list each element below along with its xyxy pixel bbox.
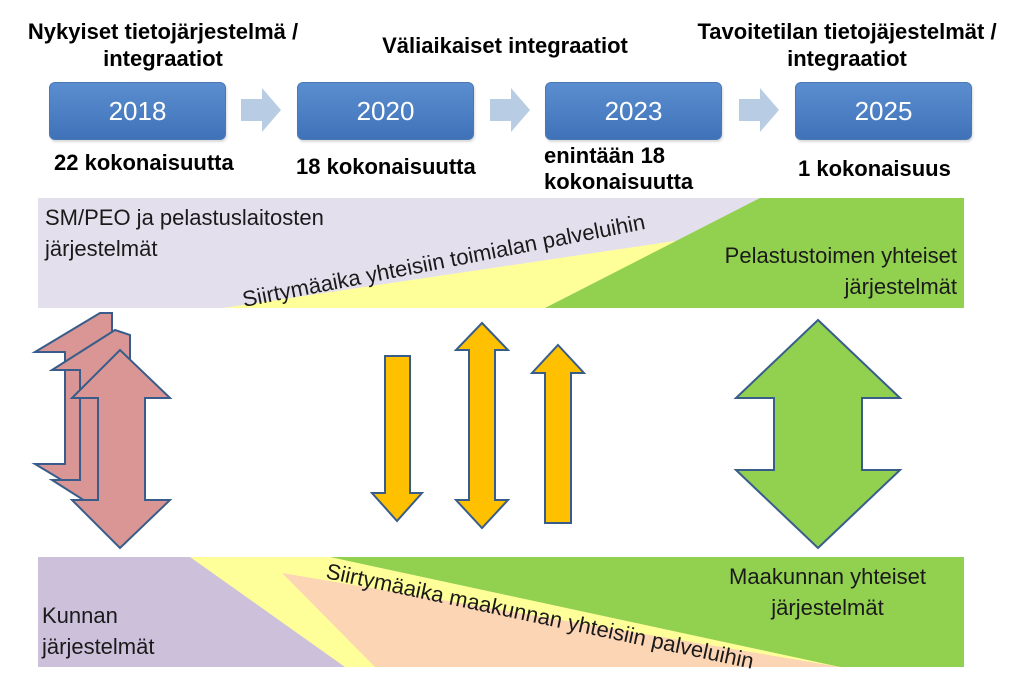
bottom-band-peach-region: [282, 573, 840, 667]
top-band-left-label: SM/PEO ja pelastuslaitosten järjestelmät: [45, 205, 324, 261]
bottom-band-right-label: Maakunnan yhteiset järjestelmät: [729, 564, 926, 620]
year-label: 2023: [604, 95, 663, 126]
heading-interim-integrations: Väliaikaiset integraatiot: [382, 33, 628, 58]
step-arrow-icon: [739, 88, 779, 132]
count-2023: enintään 18 kokonaisuutta: [544, 143, 694, 194]
orange-down-arrow-icon: [369, 355, 425, 523]
year-box-2025: 2025: [795, 82, 972, 140]
heading-target-systems: Tavoitetilan tietojäjestelmät / integraa…: [697, 19, 997, 71]
year-box-2020: 2020: [297, 82, 474, 140]
red-double-arrows: [31, 312, 173, 550]
bottom-band-left-label: Kunnan järjestelmät: [42, 603, 155, 659]
year-label: 2020: [356, 95, 415, 126]
year-box-2018: 2018: [49, 82, 226, 140]
green-double-arrow-icon: [733, 318, 903, 550]
heading-current-systems: Nykyiset tietojärjestelmä / integraatiot: [27, 19, 299, 71]
double-arrow-icon: [69, 348, 173, 550]
step-arrow-icon: [241, 88, 281, 132]
orange-up-arrow-icon: [529, 343, 587, 524]
year-label: 2025: [854, 95, 913, 126]
count-2018: 22 kokonaisuutta: [54, 150, 234, 175]
step-arrow-icon: [490, 88, 530, 132]
count-2020: 18 kokonaisuutta: [296, 154, 476, 179]
orange-double-arrow-icon: [453, 321, 511, 530]
top-band-green-region: [545, 198, 964, 308]
top-band-right-label: Pelastustoimen yhteiset järjestelmät: [724, 243, 957, 299]
year-box-2023: 2023: [545, 82, 722, 140]
count-2025: 1 kokonaisuus: [798, 156, 951, 181]
year-label: 2018: [108, 95, 167, 126]
bottom-band-green-region: [330, 557, 964, 667]
